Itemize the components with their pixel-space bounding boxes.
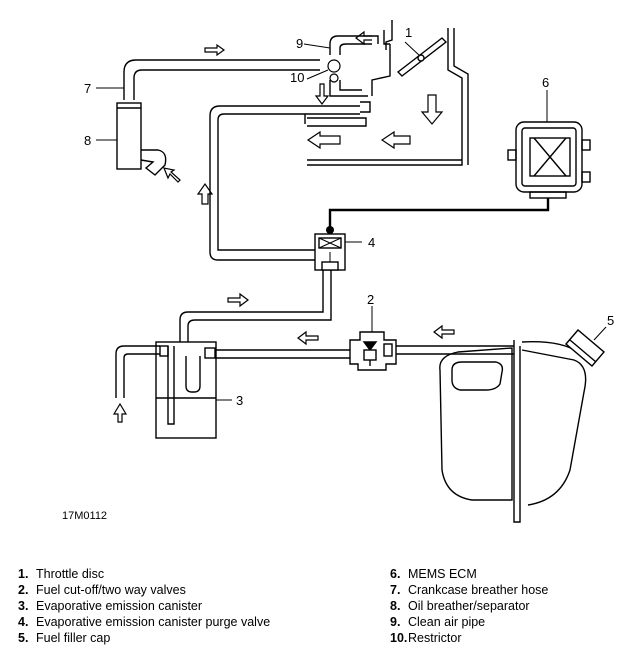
callout-10: 10 xyxy=(290,70,304,85)
flow-arrow-vapour-right xyxy=(433,324,455,340)
legend-label: Crankcase breather hose xyxy=(408,583,549,597)
callout-2: 2 xyxy=(367,292,374,307)
flow-arrow-vent xyxy=(112,402,128,423)
oil-breather-separator xyxy=(116,102,167,176)
legend-column-right: 6. MEMS ECM 7. Crankcase breather hose 8. O… xyxy=(390,566,548,646)
fuel-tank xyxy=(439,340,591,523)
purge-valve xyxy=(314,233,346,271)
legend-item: 7. Crankcase breather hose xyxy=(390,582,548,598)
legend-label: Evaporative emission canister purge valv… xyxy=(36,615,271,629)
clean-air-pipe xyxy=(329,30,391,97)
callout-1: 1 xyxy=(405,25,412,40)
callout-8: 8 xyxy=(84,133,91,148)
legend-item: 8. Oil breather/separator xyxy=(390,598,548,614)
flow-arrow-manifold-right xyxy=(380,130,411,150)
canister-vent-pipe xyxy=(115,345,160,398)
legend-num: 2. xyxy=(18,583,29,597)
leader-lines xyxy=(96,41,607,401)
fuel-filler-cap xyxy=(565,329,605,367)
legend-num: 8. xyxy=(390,599,401,613)
legend-num: 1. xyxy=(18,567,29,581)
legend-item: 10.Restrictor xyxy=(390,630,548,646)
legend-item: 5. Fuel filler cap xyxy=(18,630,270,646)
vapour-line xyxy=(215,345,514,359)
legend-num: 6. xyxy=(390,567,401,581)
callout-7: 7 xyxy=(84,81,91,96)
flow-arrow-clean-air xyxy=(355,30,372,46)
canister-purge-hose xyxy=(179,270,332,342)
flow-arrow-canister-hose xyxy=(227,292,249,308)
figure-id: 17M0112 xyxy=(62,510,107,522)
legend-num: 3. xyxy=(18,599,29,613)
legend-column-left: 1. Throttle disc 2. Fuel cut-off/two way v… xyxy=(18,566,270,646)
intake-manifold xyxy=(304,101,371,127)
legend-item: 2. Fuel cut-off/two way valves xyxy=(18,582,270,598)
callout-3: 3 xyxy=(236,393,243,408)
ecm-wiring xyxy=(328,198,550,228)
ecm-wiring-connector xyxy=(326,226,334,234)
legend-label: Clean air pipe xyxy=(408,615,486,629)
flow-arrow-throttle xyxy=(420,94,444,125)
legend-label: Fuel filler cap xyxy=(36,631,111,645)
legend-item: 6. MEMS ECM xyxy=(390,566,548,582)
legend-item: 4. Evaporative emission canister purge va… xyxy=(18,614,270,630)
legend-label: Restrictor xyxy=(408,631,462,645)
legend-item: 9. Clean air pipe xyxy=(390,614,548,630)
legend-item: 1. Throttle disc xyxy=(18,566,270,582)
fuel-cutoff-valves xyxy=(349,331,397,371)
callout-5: 5 xyxy=(607,313,614,328)
throttle-disc xyxy=(396,37,448,77)
throttle-body xyxy=(307,20,469,166)
flow-arrow-separator xyxy=(163,167,181,183)
legend-num: 10. xyxy=(390,631,408,645)
callout-4: 4 xyxy=(368,235,375,250)
flow-arrow-purge-hose xyxy=(196,182,214,205)
legend-label: Evaporative emission canister xyxy=(36,599,203,613)
callout-6: 6 xyxy=(542,75,549,90)
mems-ecm xyxy=(507,121,591,199)
legend-item: 3. Evaporative emission canister xyxy=(18,598,270,614)
legend-num: 5. xyxy=(18,631,29,645)
flow-arrow-vapour-left xyxy=(297,330,319,346)
legend-label: Oil breather/separator xyxy=(408,599,530,613)
evap-canister xyxy=(155,341,217,439)
legend-label: Throttle disc xyxy=(36,567,105,581)
legend-label: Fuel cut-off/two way valves xyxy=(36,583,186,597)
legend-label: MEMS ECM xyxy=(408,567,477,581)
purge-hose xyxy=(209,105,360,261)
flow-arrow-hose xyxy=(204,43,226,57)
legend-num: 7. xyxy=(390,583,401,597)
legend-num: 9. xyxy=(390,615,401,629)
restrictor xyxy=(327,59,341,83)
flow-arrow-manifold-left xyxy=(306,130,341,150)
flow-arrow-restrictor xyxy=(314,83,330,105)
callout-9: 9 xyxy=(296,36,303,51)
legend-num: 4. xyxy=(18,615,29,629)
evap-system-diagram: 1 2 3 4 5 6 7 8 9 10 17M0112 xyxy=(62,20,614,523)
crankcase-breather-hose xyxy=(123,59,320,100)
